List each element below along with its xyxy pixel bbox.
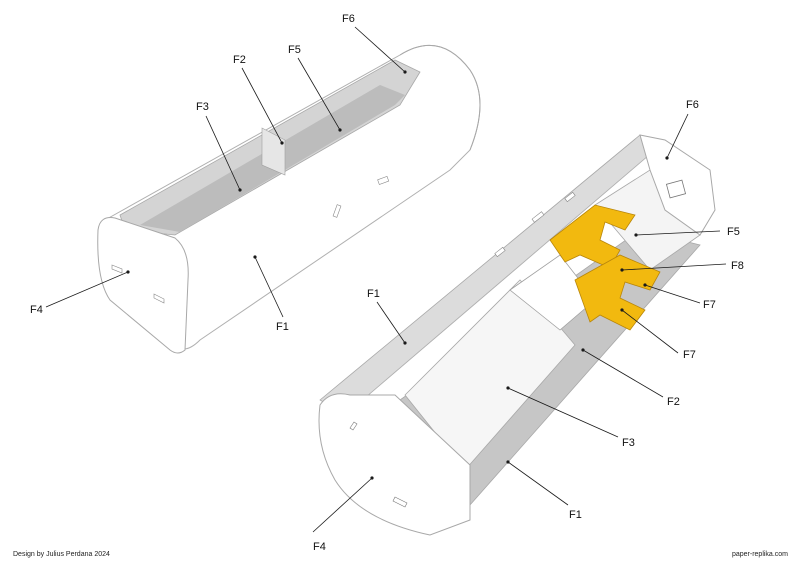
left-end-slot-2 (153, 293, 165, 304)
label-right-f2: F2 (667, 396, 680, 408)
left-end-slot-1 (111, 264, 123, 274)
left-side-slot-2 (377, 176, 390, 185)
right-bulkhead-f2 (509, 254, 596, 331)
label-right-f5: F5 (727, 226, 740, 238)
right-rear-cap-hole (665, 179, 687, 199)
label-left-f5: F5 (288, 44, 301, 56)
right-top-slot-2 (564, 191, 576, 203)
right-top-slot-3 (494, 246, 506, 258)
yellow-part-upper (549, 204, 636, 269)
label-left-f3: F3 (196, 101, 209, 113)
yellow-part-lower (574, 254, 661, 331)
right-front-cap (318, 393, 471, 536)
label-right-f4: F4 (313, 541, 326, 553)
left-end-cap (97, 217, 189, 354)
website-credit: paper-replika.com (731, 551, 788, 558)
label-right-f8: F8 (731, 260, 744, 272)
right-top-slot-1 (531, 211, 545, 223)
label-right-f6: F6 (686, 99, 699, 111)
right-front-cap-slot-1 (349, 421, 358, 431)
label-left-f6: F6 (342, 13, 355, 25)
left-bulkhead (261, 127, 286, 176)
label-left-f2: F2 (233, 54, 246, 66)
label-right-f1-bottom: F1 (569, 509, 582, 521)
label-right-f1-top: F1 (367, 288, 380, 300)
label-right-f3: F3 (622, 437, 635, 449)
assembled-model (97, 44, 481, 354)
cutaway-model (318, 134, 716, 536)
left-rear-curve (399, 44, 481, 151)
label-right-f7-upper: F7 (703, 299, 716, 311)
callouts: F6 F5 F2 F3 F4 F1 F6 F5 F8 F7 F7 F2 F3 F… (30, 13, 744, 553)
right-front-cap-slot-2 (392, 496, 408, 508)
left-side-slot-1 (332, 204, 342, 218)
label-left-f4: F4 (30, 304, 43, 316)
designer-credit: Design by Julius Perdana 2024 (13, 551, 110, 558)
label-left-f1: F1 (276, 321, 289, 333)
label-right-f7-lower: F7 (683, 349, 696, 361)
